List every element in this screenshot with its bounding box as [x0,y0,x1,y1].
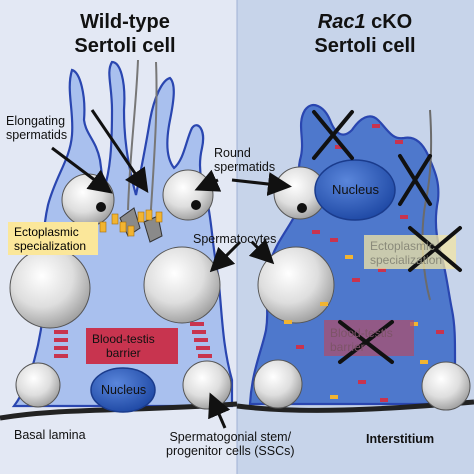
spermatocytes-label: Spermatocytes [193,232,277,246]
nucleus-right [314,159,396,221]
arrow-icon [51,109,292,429]
left-title-line2: Sertoli cell [74,35,176,57]
ssc-label: Spermatogonial stem/ progenitor cells (S… [166,430,295,458]
elongating-spermatid-2 [143,215,163,243]
cross-mark-icon [312,110,462,364]
blood-testis-label: Blood-testis barrier [92,332,155,360]
faded-ectoplasmic-label: Ectoplasmic specialization [370,239,443,267]
nucleus-left [90,367,156,413]
nucleus-right-label: Nucleus [332,182,379,197]
ssc-left-1 [15,362,61,408]
interstitium-label: Interstitium [366,432,435,446]
ssc-right-2 [421,361,471,411]
ectoplasmic-junctions-left [99,209,163,237]
ectoplasmic-label: Ectoplasmic specialization [14,225,87,253]
round-spermatids-label: Round spermatids [214,146,276,174]
ssc-right-1 [253,359,303,409]
round-spermatid-left-2 [162,169,214,221]
es-label-box [8,222,98,255]
spermatocyte-right [257,246,335,324]
right-title: Rac1 cKO Sertoli cell [290,10,440,58]
left-title: Wild-type Sertoli cell [50,10,200,58]
basal-lamina-label: Basal lamina [14,428,86,442]
left-title-line1: Wild-type [80,11,170,33]
nucleus-left-label: Nucleus [101,383,147,397]
ssc-left-2 [182,360,232,410]
btb-junctions-left [54,322,212,358]
btb-label-box [86,328,178,364]
right-title-line2: Sertoli cell [314,35,416,57]
cko-suffix: cKO [365,11,413,33]
rac1-gene-name: Rac1 [317,11,366,33]
spermatocyte-left-1 [9,247,91,329]
faded-btb-label: Blood-testis barrier [330,326,393,354]
spermatocyte-left-2 [143,246,221,324]
round-spermatid-left-1 [61,173,115,227]
elongating-spermatids-label: Elongating spermatids [6,114,68,142]
right-title-line1: Rac1 cKO [290,10,440,34]
